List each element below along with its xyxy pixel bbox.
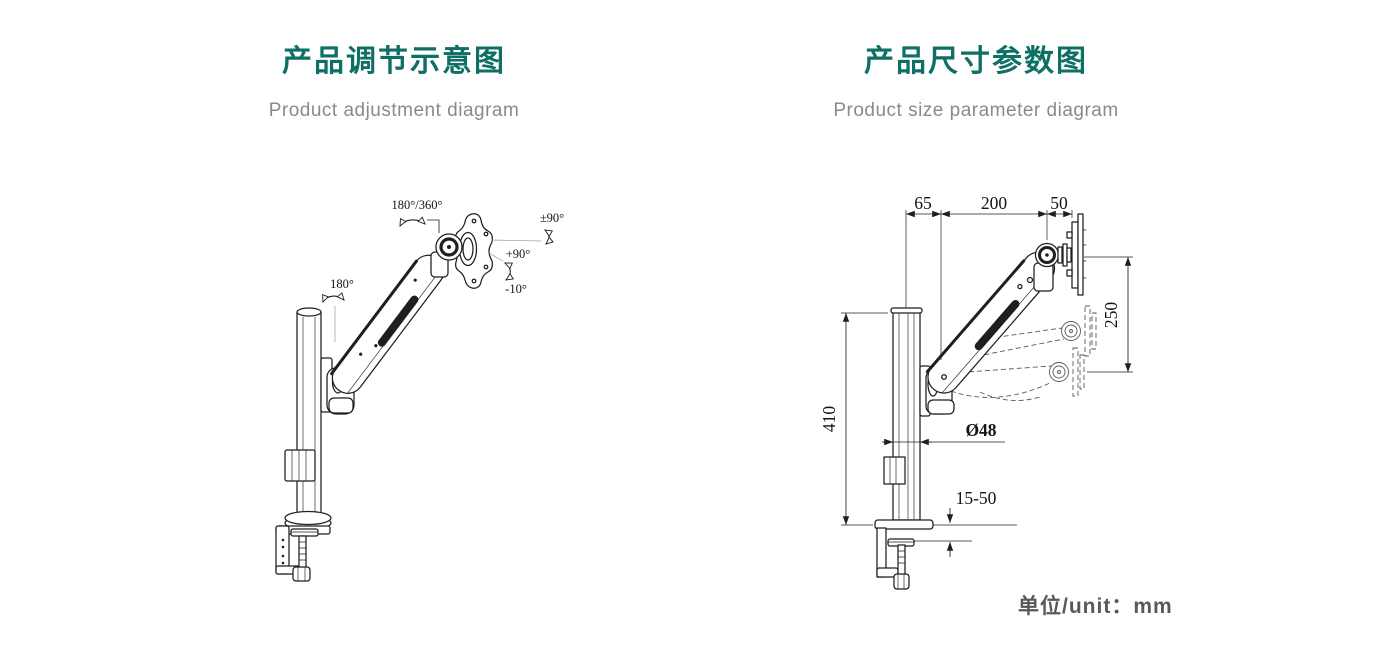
dimension-pole-height: 410 <box>819 312 888 526</box>
dimension-top-row: 65 200 50 <box>905 193 1073 360</box>
vesa-hole <box>483 231 489 237</box>
tilt-arrow-icon <box>504 262 515 281</box>
vesa-plate <box>455 213 493 289</box>
clamp-screw <box>897 544 906 576</box>
clamp-knob <box>893 573 910 590</box>
clamp-pad <box>290 528 319 537</box>
spring-arm <box>925 251 1056 394</box>
desk-clamp <box>275 510 332 582</box>
size-parameter-diagram: 65 200 50 410 250 Ø48 15-50 <box>819 193 1133 590</box>
rotation-arrows <box>322 216 554 342</box>
pole-slider <box>284 449 316 482</box>
dim-label-head-depth: 50 <box>1050 193 1068 213</box>
pole <box>890 307 923 521</box>
right-panel-title: 产品尺寸参数图 <box>864 45 1088 78</box>
dimension-pole-diameter: Ø48 <box>882 420 1005 446</box>
screen-rotation-arrow-icon <box>544 229 554 245</box>
vesa-hole <box>471 278 477 284</box>
dimension-clamp-range: 15-50 <box>914 488 1017 557</box>
clamp-knob <box>292 566 311 582</box>
left-panel-title: 产品调节示意图 <box>282 45 506 78</box>
pole <box>296 307 322 516</box>
right-panel-header: 产品尺寸参数图 Product size parameter diagram <box>676 36 1276 122</box>
vesa-hole <box>483 264 489 270</box>
angle-label-screen-rotation: ±90° <box>540 211 564 225</box>
dim-label-lift-range: 250 <box>1101 302 1121 329</box>
angle-label-head-swivel: 180°/360° <box>392 198 443 212</box>
left-panel-subtitle: Product adjustment diagram <box>268 100 520 121</box>
spring-arm <box>330 254 445 394</box>
dim-label-pole-to-elbow: 65 <box>914 193 932 213</box>
right-panel-subtitle: Product size parameter diagram <box>833 100 1119 121</box>
vesa-hole <box>471 218 477 224</box>
dim-label-clamp-range: 15-50 <box>956 488 997 508</box>
ball-joint <box>430 233 463 278</box>
adjustment-diagram: 180°/360° ±90° +90° -10° 180° <box>275 198 564 582</box>
pole-slider <box>883 456 906 485</box>
angle-label-arm-swivel: 180° <box>330 277 354 291</box>
vesa-plate-side <box>1057 213 1087 296</box>
clamp-screw <box>298 535 307 569</box>
dim-label-arm-length: 200 <box>981 193 1008 213</box>
ball-joint <box>1026 242 1060 292</box>
angle-label-tilt-up: +90° <box>506 247 531 261</box>
dim-label-pole-diameter: Ø48 <box>965 420 996 440</box>
unit-note: 单位/unit：mm <box>1018 595 1173 618</box>
dimension-lift-range: 250 <box>1084 256 1133 373</box>
desk-clamp <box>874 519 934 590</box>
angle-label-tilt-down: -10° <box>505 282 527 296</box>
left-panel-header: 产品调节示意图 Product adjustment diagram <box>94 36 694 122</box>
head-swivel-arrow-icon <box>399 216 426 227</box>
arm-swivel-arrow-icon <box>322 292 345 304</box>
dim-label-pole-height: 410 <box>819 406 839 433</box>
